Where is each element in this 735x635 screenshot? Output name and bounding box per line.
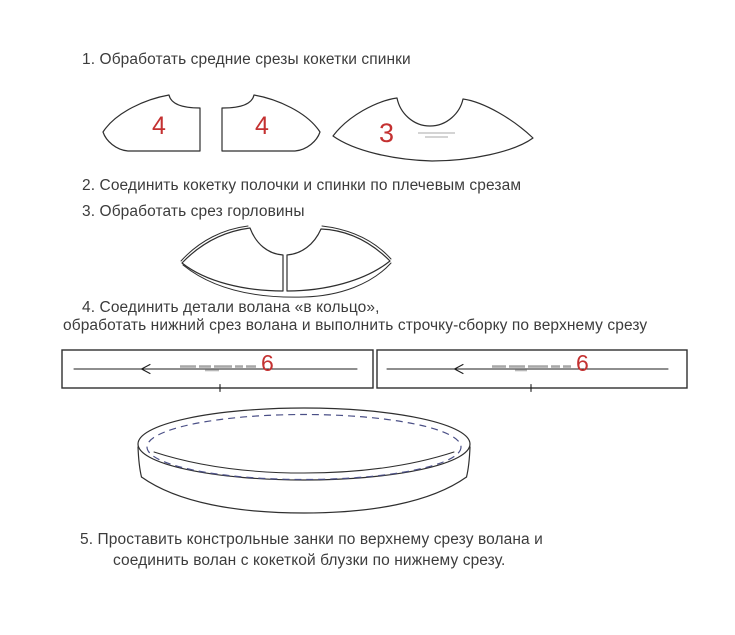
- shoulder-double-line: [321, 225, 392, 260]
- step-4-text-line2: обработать нижний срез волана и выполнит…: [63, 317, 648, 334]
- hem-double-line: [182, 262, 392, 298]
- grain-arrowhead: [453, 363, 464, 375]
- step-2-text: 2. Соединить кокетку полочки и спинки по…: [82, 177, 522, 194]
- piece-number-label: 6: [261, 350, 274, 376]
- flounce-strip-left: 6: [61, 349, 374, 393]
- piece-number-label: 4: [255, 112, 269, 140]
- step-3-text: 3. Обработать срез горловины: [82, 203, 305, 220]
- step-5-text-line2: соединить волан с кокеткой блузки по ниж…: [113, 552, 506, 569]
- piece-number-label: 6: [576, 350, 589, 376]
- step-1-text: 1. Обработать средние срезы кокетки спин…: [82, 51, 411, 68]
- assembled-yoke-drawing: [180, 225, 392, 298]
- piece-number-label: 4: [152, 112, 166, 140]
- shoulder-double-line: [180, 225, 249, 262]
- gathering-stitch-line: [146, 413, 462, 481]
- grain-arrowhead: [140, 363, 151, 375]
- fine-print-illegible: [418, 132, 455, 138]
- step-5-text-line1: 5. Проставить констрольные занки по верх…: [80, 531, 543, 548]
- flounce-strip-right: 6: [376, 349, 688, 393]
- front-yoke-piece: 3: [332, 97, 534, 162]
- flounce-ring-drawing: [137, 407, 471, 514]
- back-yoke-piece-left: 4: [102, 94, 201, 152]
- inner-rim-line: [153, 451, 455, 474]
- back-yoke-piece-right: 4: [221, 94, 321, 152]
- step-4-text-line1: 4. Соединить детали волана «в кольцо»,: [82, 299, 380, 316]
- piece-number-label: 3: [379, 118, 394, 148]
